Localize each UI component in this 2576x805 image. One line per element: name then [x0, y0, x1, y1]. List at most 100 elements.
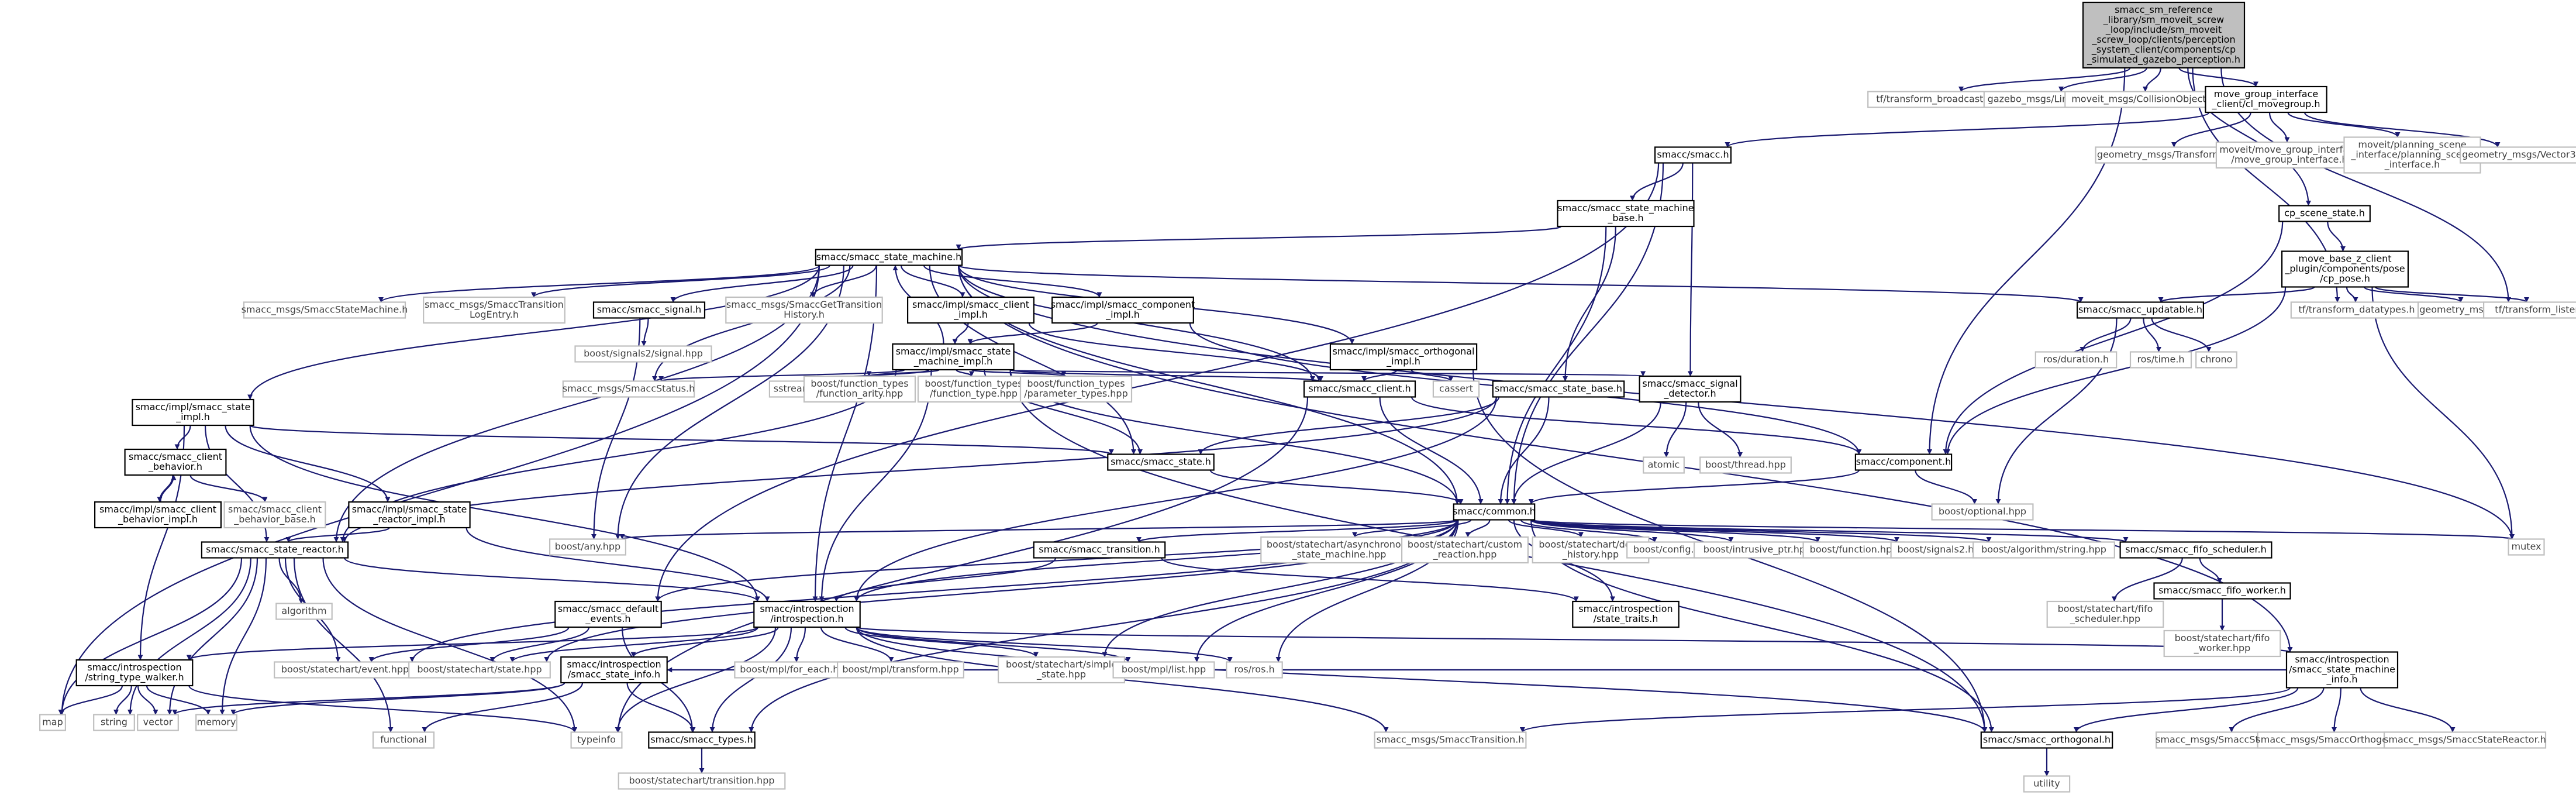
node-label-line: smacc/smacc_fifo_scheduler.h [2125, 544, 2267, 556]
node-label-line: _behavior_impl.h [118, 514, 198, 525]
edge-sm-impl-to-introspection [819, 369, 932, 602]
node-sm-info[interactable]: smacc/introspection/smacc_state_machine_… [2285, 651, 2399, 689]
node-msg-smaccsm: smacc_msgs/SmaccStateMachine.h [242, 301, 408, 319]
node-box [39, 714, 66, 731]
node-mpl-list: boost/mpl/list.hpp [1112, 661, 1215, 679]
node-state-reactor[interactable]: smacc/smacc_state_reactor.h [201, 541, 349, 559]
node-orthogonal-h[interactable]: smacc/smacc_orthogonal.h [1980, 731, 2113, 749]
edge-updatable-to-chrono [2151, 318, 2212, 352]
node-label-line: boost/config.hpp [1633, 544, 1712, 555]
node-label-line: _history.hpp [1562, 549, 1619, 560]
node-box [1639, 375, 1742, 403]
node-state-h[interactable]: smacc/smacc_state.h [1107, 453, 1215, 471]
node-sm-impl[interactable]: smacc/impl/smacc_state_machine_impl.h [892, 343, 1015, 371]
node-root[interactable]: smacc_sm_reference_library/sm_moveit_scr… [2082, 1, 2246, 69]
node-box [549, 538, 626, 556]
node-label-line: smacc/impl/smacc_state [136, 401, 251, 413]
edge-string-type-walker-to-memory [146, 685, 211, 715]
node-signal-detector[interactable]: smacc/smacc_signal_detector.h [1639, 375, 1742, 403]
node-label-line: smacc_sm_reference [2115, 4, 2213, 16]
node-fifo-scheduler[interactable]: smacc/smacc_fifo_scheduler.h [2119, 541, 2272, 559]
node-label-line: smacc_msgs/SmaccState.h [2156, 734, 2283, 746]
node-boost-signals2-signal: boost/signals2/signal.hpp [574, 345, 712, 363]
node-client-behavior[interactable]: smacc/smacc_client_behavior.h [124, 448, 227, 476]
edge-root-to-tf-broadcaster [1958, 67, 2131, 92]
edge-cp-pose-to-updatable [2158, 286, 2315, 303]
edge-sm-impl-to-bft-type [956, 369, 974, 377]
node-component-h[interactable]: smacc/component.h [1854, 453, 1953, 471]
edge-transition-h-to-state-traits [1161, 557, 1579, 602]
node-smacc-h[interactable]: smacc/smacc.h [1654, 146, 1732, 164]
node-box [423, 296, 565, 324]
node-orthogonal-impl[interactable]: smacc/impl/smacc_orthogonal_impl.h [1329, 343, 1478, 371]
node-box [836, 661, 964, 679]
node-sm-base[interactable]: smacc/smacc_state_machine_base.h [1557, 199, 1695, 228]
node-cp-scene-state[interactable]: cp_scene_state.h [2278, 205, 2371, 222]
node-client-impl[interactable]: smacc/impl/smacc_client_impl.h [906, 296, 1034, 324]
node-label-line: _reaction.hpp [1433, 549, 1497, 560]
edge-cb-impl-to-client-behavior [160, 474, 177, 503]
node-smacc-state-info[interactable]: smacc/introspection/smacc_state_info.h [560, 656, 668, 684]
node-state-impl[interactable]: smacc/impl/smacc_state_impl.h [132, 398, 254, 426]
node-component-impl[interactable]: smacc/impl/smacc_component_impl.h [1051, 296, 1195, 324]
node-label-line: /introspection.h [770, 613, 843, 624]
edge-state-base-to-common [1498, 397, 1550, 504]
node-introspection[interactable]: smacc/introspection/introspection.h [753, 600, 861, 628]
node-state-machine[interactable]: smacc/smacc_state_machine.h [815, 249, 963, 266]
node-label-line: /parameter_types.hpp [1024, 388, 1127, 400]
edge-state-reactor-to-map [59, 558, 243, 715]
edge-move-group-interface-to-moveit-psi [2287, 112, 2401, 137]
node-default-events[interactable]: smacc/smacc_default_events.h [554, 600, 662, 628]
node-label-line: boost/signals2/signal.hpp [584, 348, 703, 359]
edge-root-to-move-group-interface [2178, 67, 2258, 87]
edge-fifo-scheduler-to-bs-fifo-scheduler [2112, 558, 2183, 602]
node-label-line: smacc/introspection [2295, 654, 2389, 665]
node-label-line: cassert [1439, 383, 1473, 394]
edge-sm-info-to-msg-orthogonal [2332, 687, 2341, 732]
node-label-line: typeinfo [577, 734, 616, 745]
edge-sm-info-to-msg-transition [1520, 687, 2291, 733]
node-box [2082, 1, 2246, 69]
node-box [1107, 453, 1215, 471]
node-smacc-types[interactable]: smacc/smacc_types.h [648, 731, 756, 749]
node-cassert: cassert [1432, 380, 1480, 398]
edge-fifo-scheduler-to-fifo-worker [2199, 558, 2222, 583]
node-updatable[interactable]: smacc/smacc_updatable.h [2077, 301, 2205, 319]
node-cb-base: smacc/smacc_client_behavior_base.h [223, 501, 326, 529]
node-transition-h[interactable]: smacc/smacc_transition.h [1033, 541, 1166, 559]
node-box [2153, 582, 2291, 600]
node-label-line: _interface.h [2384, 159, 2440, 171]
edge-cp-pose-to-geometry-pose [2363, 286, 2464, 303]
node-string: string [93, 714, 135, 731]
node-label-line: _behavior.h [148, 461, 202, 473]
node-state-base[interactable]: smacc/smacc_state_base.h [1492, 380, 1625, 398]
node-box [93, 714, 135, 731]
node-common[interactable]: smacc/common.h [1453, 503, 1536, 521]
node-cp-pose[interactable]: move_base_z_client_plugin/components/pos… [2281, 250, 2409, 288]
edge-cp-pose-to-tf-listener [2374, 286, 2529, 303]
node-signal-h[interactable]: smacc/smacc_signal.h [592, 301, 706, 319]
node-cb-impl[interactable]: smacc/impl/smacc_client_behavior_impl.h [94, 501, 222, 529]
node-box [803, 375, 916, 403]
node-label-line: _plugin/components/pose [2284, 263, 2405, 275]
edge-common-to-transition-h [1136, 519, 1458, 543]
node-box [1802, 541, 1905, 559]
node-box [408, 661, 551, 679]
node-client-h[interactable]: smacc/smacc_client.h [1303, 380, 1416, 398]
node-box [2195, 351, 2237, 369]
node-label-line: _impl.h [953, 309, 988, 321]
node-bs-fifo-scheduler: boost/statechart/fifo_scheduler.hpp [2046, 600, 2164, 628]
node-move-group-interface[interactable]: move_group_interface_client/cl_movegroup… [2205, 85, 2327, 113]
node-box [1432, 380, 1480, 398]
edge-sm-info-to-msg-state [2229, 687, 2325, 732]
edge-updatable-to-ros-duration [2080, 318, 2132, 352]
node-boost-thread: boost/thread.hpp [1699, 456, 1792, 474]
node-state-traits[interactable]: smacc/introspection/state_traits.h [1572, 600, 1680, 628]
node-string-type-walker[interactable]: smacc/introspection/string_type_walker.h [75, 659, 194, 687]
node-reactor-impl[interactable]: smacc/impl/smacc_state_reactor_impl.h [348, 501, 471, 529]
node-fifo-worker[interactable]: smacc/smacc_fifo_worker.h [2153, 582, 2291, 600]
edge-state-impl-to-introspection [249, 425, 760, 602]
edge-introspection-to-mpl-for-each [794, 627, 806, 662]
node-label-line: ros/duration.h [2043, 354, 2109, 365]
node-boost-function: boost/function.hpp [1802, 541, 1905, 559]
